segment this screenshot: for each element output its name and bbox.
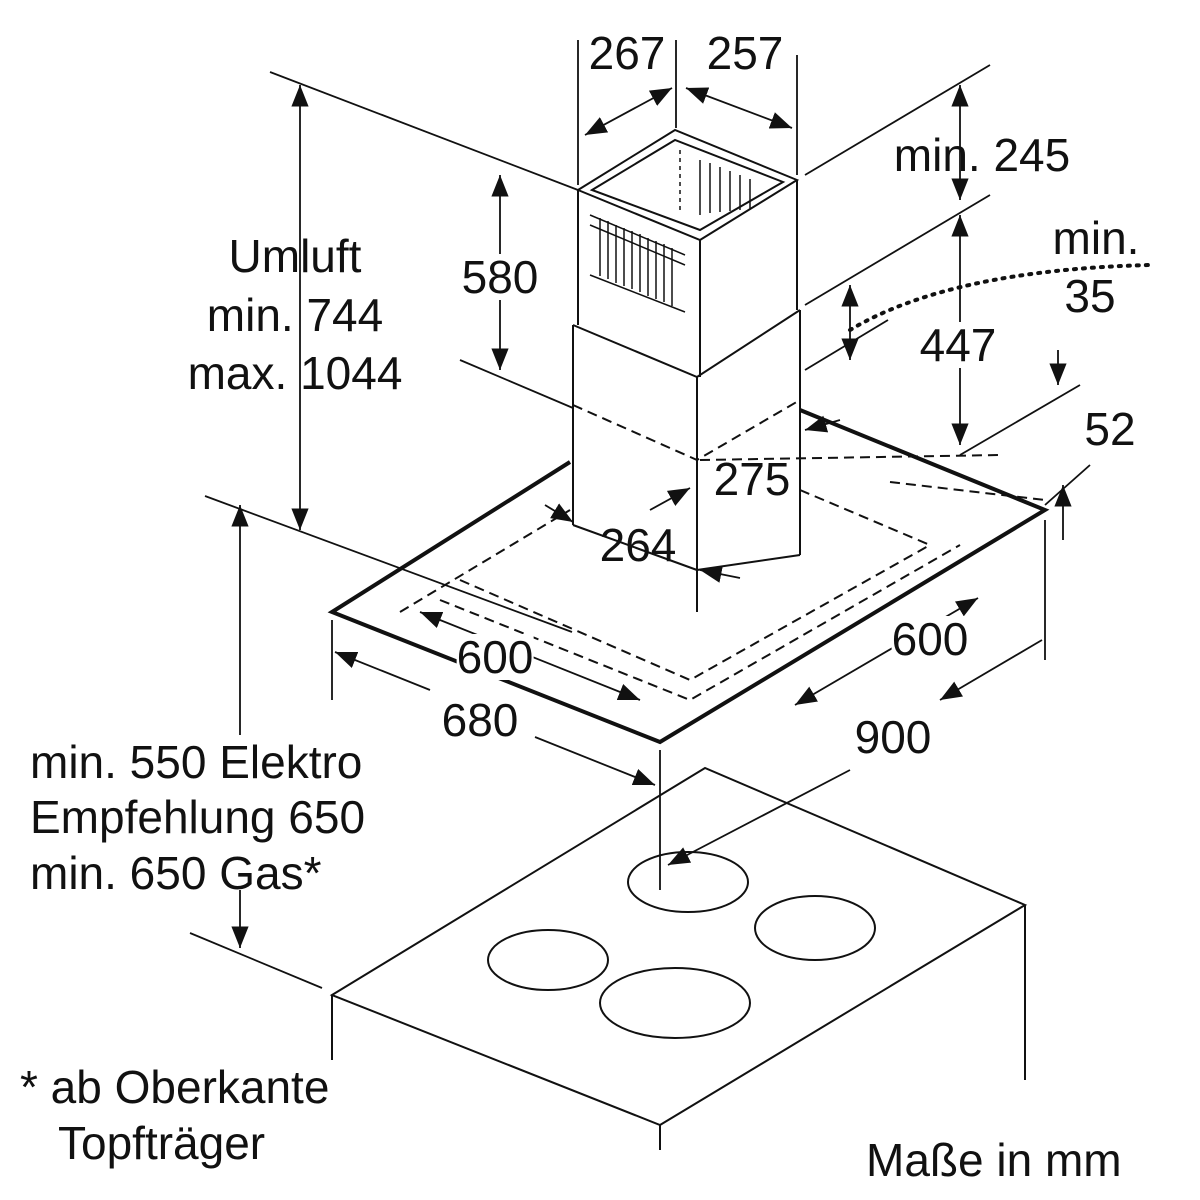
clearance-gas: min. 650 Gas* <box>30 847 322 899</box>
upper-chimney <box>575 128 800 377</box>
cooktop <box>329 766 1028 1150</box>
dim-lower-chimney-height: 447 <box>919 319 997 371</box>
dim-ceiling-min: min. 245 <box>893 129 1071 181</box>
burner <box>627 851 749 913</box>
dim-canopy-width: 900 <box>854 711 932 763</box>
umluft-max: max. 1044 <box>187 347 403 399</box>
dim-upper-chimney-height: 580 <box>461 251 539 303</box>
dim-chimney-depth: 267 <box>588 27 666 79</box>
umluft-min: min. 744 <box>206 289 384 341</box>
units-note: Maße in mm <box>866 1134 1122 1186</box>
dim-filter-width: 600 <box>891 613 969 665</box>
burner <box>754 895 876 961</box>
burner <box>599 967 751 1039</box>
dim-canopy-height: 52 <box>1084 403 1136 455</box>
vent-grille <box>589 150 751 313</box>
dim-offset-min-label: min. <box>1052 212 1140 264</box>
footnote-line1: * ab Oberkante <box>20 1061 330 1113</box>
dim-canopy-depth: 680 <box>441 694 519 746</box>
lower-chimney <box>572 309 801 612</box>
clearance-recommended: Empfehlung 650 <box>30 791 366 843</box>
dimension-lines <box>189 40 1152 989</box>
dim-chimney-width: 257 <box>706 27 784 79</box>
footnote-line2: Topfträger <box>58 1117 266 1169</box>
burner <box>487 929 609 991</box>
dim-filter-depth: 600 <box>456 631 534 683</box>
canopy <box>327 408 1050 745</box>
dim-lower-chimney-width: 275 <box>713 453 791 505</box>
dim-offset-min-value: 35 <box>1064 270 1116 322</box>
dim-lower-chimney-depth: 264 <box>599 519 677 571</box>
clearance-electric: min. 550 Elektro <box>30 736 363 788</box>
umluft-title: Umluft <box>228 230 362 282</box>
